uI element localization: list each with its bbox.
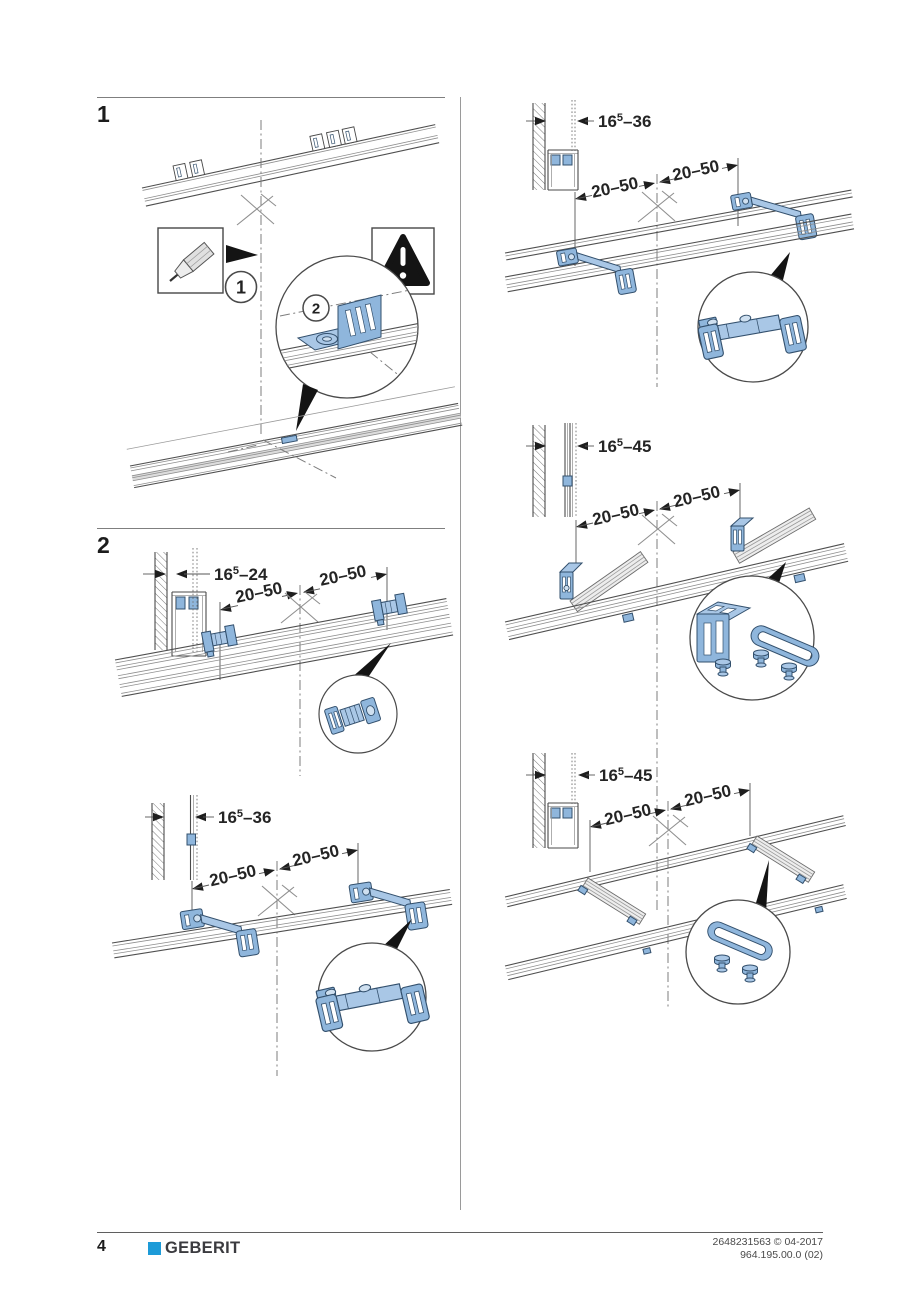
spacing-label-right: 20–50 [672, 482, 722, 511]
doc-ref-line1: 2648231563 © 04-2017 [712, 1236, 823, 1248]
offset-dimension-label: 165–36 [598, 112, 651, 131]
wall-section [151, 795, 198, 880]
offset-dimension: 165–36 [526, 112, 651, 131]
detail-circle-bracket [695, 252, 809, 383]
angle-bracket [729, 517, 755, 552]
section-1-number: 1 [97, 101, 110, 127]
document-reference: 2648231563 © 04-2017 964.195.00.0 (02) [712, 1236, 823, 1262]
push-rivet [714, 954, 730, 973]
push-rivet [781, 662, 797, 681]
page-number: 4 [97, 1238, 106, 1255]
spacing-label-left: 20–50 [590, 173, 640, 201]
detail-circle-spacer [318, 643, 398, 754]
offset-dimension-label: 165–36 [218, 808, 271, 827]
push-rivet [715, 658, 731, 677]
figure-step2-variant1: 165–24 20–50 20–50 [114, 548, 454, 776]
spacing-label-right: 20–50 [291, 841, 341, 870]
fixing-tab [642, 947, 652, 955]
spacing-label-right: 20–50 [318, 561, 368, 589]
fixing-tab [621, 612, 635, 623]
offset-dimension-label: 165–45 [599, 766, 652, 785]
spacer-detail [324, 697, 381, 735]
figure-right-top: 165–36 20–50 20–50 [504, 100, 855, 387]
brand-logo: GEBERIT [148, 1239, 240, 1258]
fixing-tab [793, 572, 806, 584]
section-1-rule [97, 97, 445, 98]
ladder-rail-front [504, 884, 847, 981]
doc-ref-line2: 964.195.00.0 (02) [740, 1249, 823, 1261]
cross-channel [732, 507, 817, 564]
spacing-label-right: 20–50 [683, 781, 733, 810]
callout-1-number: 1 [236, 278, 246, 298]
detail-circle-step1: 2 [275, 255, 419, 399]
mounting-rail-upper [141, 124, 440, 207]
geberit-logo-square [148, 1242, 161, 1255]
position-cross-mark [236, 193, 277, 226]
mounting-rail-back [504, 189, 853, 261]
detail-circle-fasteners [685, 860, 791, 1005]
offset-dimension: 165–24 [143, 565, 268, 584]
brand-name: GEBERIT [165, 1239, 241, 1257]
detail-circle-fasteners [689, 562, 823, 701]
wall-section [532, 423, 577, 517]
spacing-label-left: 20–50 [591, 500, 641, 529]
spacer-clamp [371, 592, 408, 627]
spacing-label-left: 20–50 [603, 800, 653, 829]
fixing-tab [814, 905, 824, 914]
detail-circle-bracket [313, 919, 431, 1052]
wall-bracket [556, 247, 637, 295]
push-rivet [753, 649, 769, 668]
wall-bracket [348, 881, 429, 931]
offset-dimension-label: 165–24 [214, 565, 268, 584]
spacer-clamp [200, 624, 238, 658]
offset-dimension: 165–45 [526, 766, 652, 785]
spacing-label-right: 20–50 [671, 156, 721, 184]
callout-1: 1 [224, 270, 258, 304]
angle-bracket [558, 562, 584, 600]
mounting-rail [111, 881, 453, 959]
angle-bracket-detail [695, 601, 752, 663]
ladder-rail-back [504, 815, 846, 908]
rung-tab [626, 915, 638, 927]
wall-bracket [730, 192, 818, 241]
wall-section [532, 753, 579, 849]
callout-2: 2 [302, 294, 330, 322]
offset-dimension: 165–36 [145, 808, 271, 827]
pencil-icon [169, 241, 215, 282]
detail-pointer-wedge [755, 860, 769, 913]
footer-rule [97, 1232, 823, 1233]
section-2-number: 2 [97, 532, 110, 558]
mounting-rail-front [504, 213, 855, 295]
figure-right-middle: 165–45 20–50 20–50 [504, 423, 849, 910]
rail-clips [172, 126, 358, 182]
rung-tab [577, 884, 589, 896]
figure-step1: 1 [126, 120, 463, 489]
cross-channel [569, 551, 649, 613]
section-2-rule [97, 528, 445, 529]
figure-right-bottom: 165–45 20–50 20–50 [504, 753, 847, 1010]
wall-section [154, 548, 207, 657]
callout-2-number: 2 [312, 301, 320, 318]
rung-tab [795, 873, 807, 885]
column-divider [460, 97, 461, 1210]
ladder-rung [746, 835, 816, 885]
pointer-arrow [226, 245, 258, 263]
offset-dimension-label: 165–45 [598, 437, 651, 456]
ladder-rung [577, 877, 647, 927]
detail-pointer-wedge [296, 384, 318, 431]
offset-dimension: 165–45 [526, 437, 651, 456]
mounting-rail [504, 543, 849, 641]
spacing-label-left: 20–50 [208, 861, 258, 890]
figure-step2-variant2: 165–36 20–50 20–50 [111, 795, 453, 1076]
mounting-rail-lower [126, 386, 463, 489]
pencil-mark [280, 434, 298, 445]
tool-box [157, 227, 224, 294]
push-rivet [742, 964, 758, 983]
mounting-rail [114, 592, 454, 697]
rung-tab [746, 842, 758, 854]
wall-bracket [179, 908, 260, 958]
wall-section [532, 100, 579, 191]
